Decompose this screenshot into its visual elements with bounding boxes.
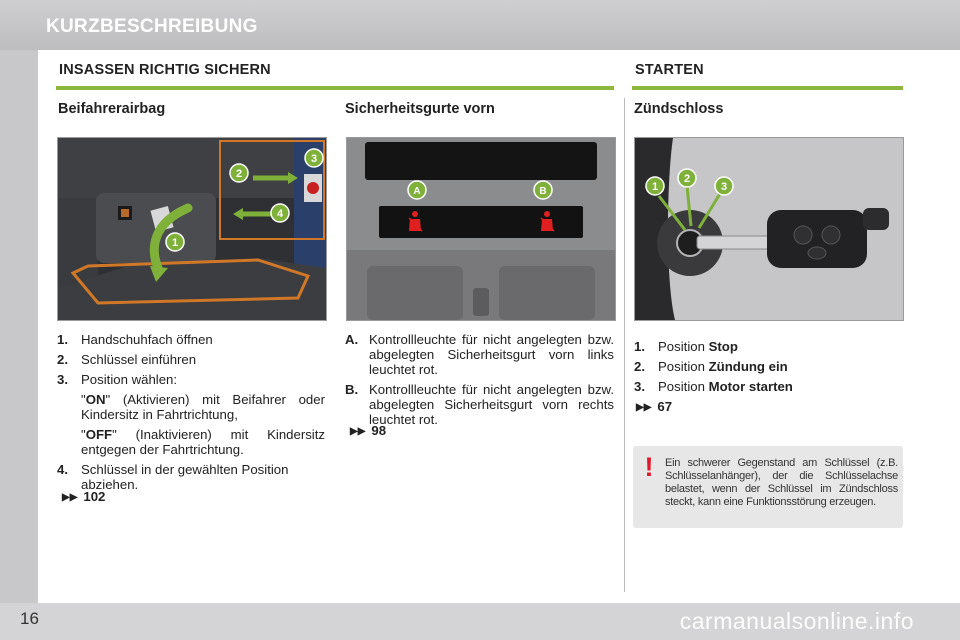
list-item: 2. Position Zündung ein [634,359,902,374]
item-text: Schlüssel in der gewählten Position abzi… [81,462,289,492]
item-prefix: Position [658,379,705,394]
list-item: 1. Handschuhfach öffnen [57,332,325,347]
watermark: carmanualsonline.info [679,608,914,634]
seatbelt-notes: A. Kontrollleuchte für nicht angelegten … [345,332,614,432]
callout-1: 1 [172,237,178,249]
page-number: 16 [20,609,39,628]
item-number: B. [345,382,359,397]
callout-2: 2 [684,173,690,185]
airbag-illustration: 1 2 3 4 [57,137,327,321]
callout-1: 1 [652,181,658,193]
subtitle-ignition: Zündschloss [634,101,724,117]
list-item: A. Kontrollleuchte für nicht angelegten … [345,332,614,377]
forward-arrow-icon: ▶▶ [62,492,78,503]
section-rule-right [632,86,903,90]
section-title-occupants: INSASSEN RICHTIG SICHERN [59,62,271,78]
left-margin-strip [0,50,38,603]
item-prefix: Position [658,359,705,374]
callout-b: B [539,186,546,197]
item-prefix: Position [658,339,705,354]
ignition-illustration: 1 2 3 [634,137,904,321]
item-text: Handschuhfach öffnen [81,332,213,347]
item-value: Motor starten [708,379,793,394]
forward-arrow-icon: ▶▶ [636,402,652,413]
item-text: Kontrollleuchte für nicht angelegten bzw… [369,332,614,377]
forward-arrow-icon: ▶▶ [350,426,366,437]
item-number: 1. [57,332,68,347]
page-reference-link[interactable]: ▶▶98 [350,423,387,438]
list-item: 3. Position Motor starten [634,379,902,394]
airbag-steps: 1. Handschuhfach öffnen 2. Schlüssel ein… [57,332,325,497]
item-value: Stop [708,339,738,354]
item-number: 3. [634,379,645,394]
seatbelt-warning-icon-left [408,211,423,232]
list-item: B. Kontrollleuchte für nicht angelegten … [345,382,614,427]
callout-3: 3 [311,153,317,165]
section-rule-left [56,86,614,90]
warning-box: ! Ein schwerer Gegenstand am Schlüssel (… [633,446,903,528]
subtitle-airbag: Beifahrerairbag [58,101,166,117]
item-text: Position wählen: [81,372,178,387]
item-number: 1. [634,339,645,354]
option-off: "OFF" (Inaktivieren) mit Kindersitz entg… [81,427,325,457]
item-number: 2. [634,359,645,374]
seatbelt-illustration: A B [346,137,616,321]
option-on: "ON" (Aktivieren) mit Beifahrer oder Kin… [81,392,325,422]
footer-bar [0,603,960,640]
warning-text: Ein schwerer Gegenstand am Schlüssel (z.… [665,457,898,508]
item-number: 2. [57,352,68,367]
column-divider [624,98,625,592]
item-text: Kontrollleuchte für nicht angelegten bzw… [369,382,614,427]
item-value: Zündung ein [708,359,788,374]
header-bar: KURZBESCHREIBUNG [0,0,960,50]
ignition-positions: 1. Position Stop 2. Position Zündung ein… [634,339,902,399]
callout-a: A [413,186,420,197]
callout-2: 2 [236,168,242,180]
subtitle-seatbelts: Sicherheitsgurte vorn [345,101,495,117]
callout-4: 4 [277,208,284,220]
page-header-title: KURZBESCHREIBUNG [46,16,258,37]
callout-3: 3 [721,181,727,193]
page-reference-link[interactable]: ▶▶102 [62,489,106,504]
item-number: 3. [57,372,68,387]
item-text: Schlüssel einführen [81,352,197,367]
item-number: 4. [57,462,68,477]
seatbelt-warning-icon-right [540,211,555,232]
item-number: A. [345,332,359,347]
list-item: 2. Schlüssel einführen [57,352,325,367]
list-item: 1. Position Stop [634,339,902,354]
list-item: 3. Position wählen: [57,372,325,387]
list-item: 4. Schlüssel in der gewählten Position a… [57,462,325,492]
warning-icon: ! [644,452,654,482]
page-reference-link[interactable]: ▶▶67 [636,399,673,414]
section-title-starting: STARTEN [635,62,704,78]
